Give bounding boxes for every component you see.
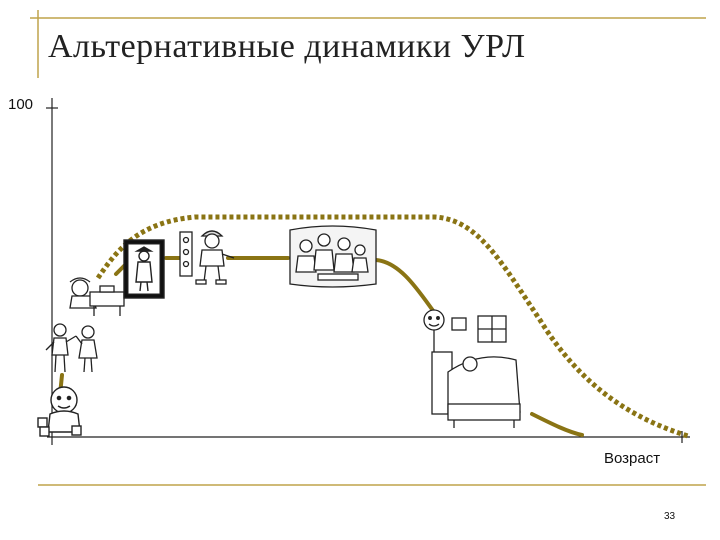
page-number: 33: [664, 511, 676, 522]
family-group-icon: [289, 225, 377, 288]
frame-rules: [30, 10, 706, 486]
x-axis-label: Возраст: [604, 450, 661, 467]
axes: [46, 98, 690, 445]
trajectory-segment-youth: [114, 264, 126, 276]
graduate-portrait-icon: [123, 239, 165, 299]
trajectory-segment-end: [530, 412, 584, 437]
worker-with-tools-icon: [179, 230, 235, 285]
schoolchild-at-desk-icon: [69, 277, 125, 316]
slide-title: Альтернативные динамики УРЛ: [48, 28, 526, 65]
baby-with-blocks-icon: [37, 386, 82, 437]
y-axis-max-label: 100: [8, 96, 34, 113]
children-playing-icon: [45, 323, 98, 373]
elderly-in-bed-icon: [423, 309, 521, 428]
ideal-trajectory-curve: [95, 214, 689, 439]
trajectory-segment-decline: [374, 258, 436, 314]
